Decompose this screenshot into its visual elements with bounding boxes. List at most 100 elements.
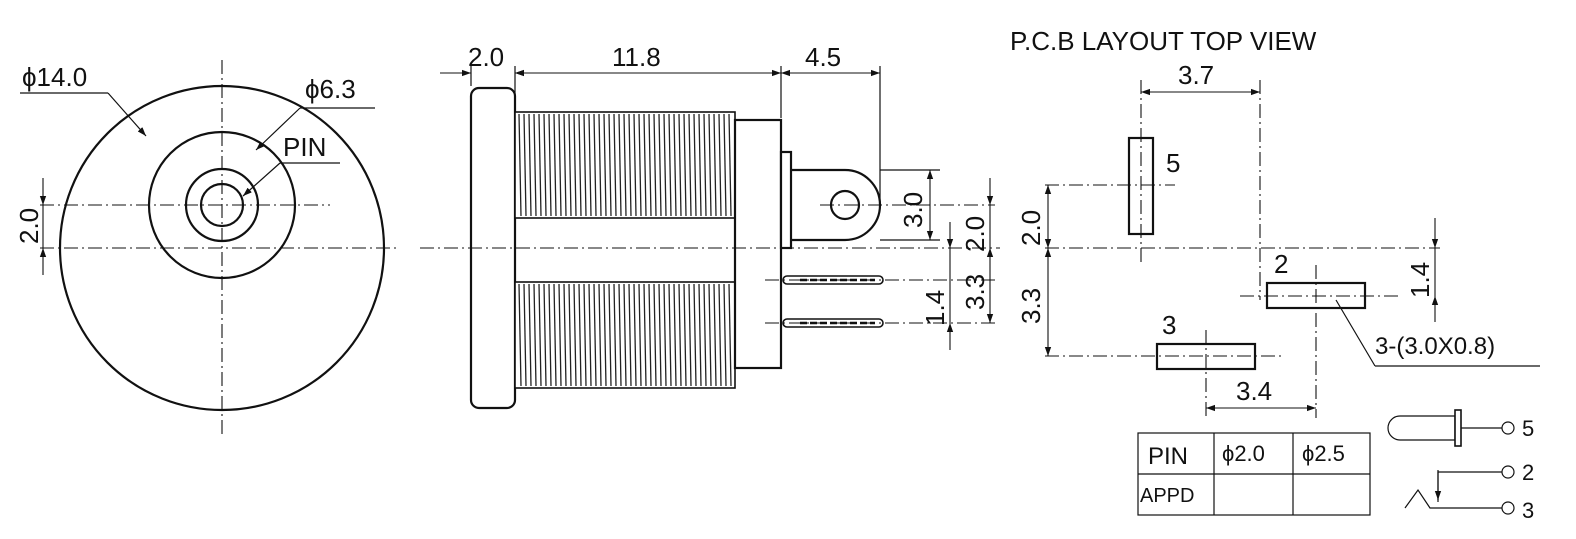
thread-line [638, 113, 642, 217]
dim-body-label: 11.8 [612, 42, 661, 72]
schematic-pin-3: 3 [1522, 498, 1534, 523]
thread-line [643, 283, 647, 387]
thread-line [573, 113, 577, 217]
thread-line [663, 283, 667, 387]
thread-line [678, 113, 682, 217]
thread-line [528, 283, 532, 387]
thread-line [643, 113, 647, 217]
thread-line [543, 283, 547, 387]
front-view: ϕ14.0 ϕ6.3 PIN 2.0 [14, 60, 400, 436]
thread-line [533, 113, 537, 217]
pcb-dim-bottom-label: 3.4 [1236, 376, 1272, 406]
side-view: 2.0 11.8 4.5 3.0 2.0 3.3 1.4 [420, 42, 1000, 410]
pcb-dim-left-upper-label: 2.0 [1016, 210, 1046, 246]
thread-line [568, 113, 572, 217]
dim-tail-label: 4.5 [805, 42, 841, 72]
thread-line [648, 113, 652, 217]
schematic-symbol: 5 2 3 [1387, 409, 1534, 523]
pcb-dim-left-lower-label: 3.3 [1016, 288, 1046, 324]
symbol-wire-3 [1404, 488, 1502, 509]
thread-line [588, 283, 592, 387]
thread-line [648, 283, 652, 387]
pin-table: PIN ϕ2.0 ϕ2.5 APPD [1137, 432, 1371, 516]
thread-line [518, 283, 522, 387]
thread-line [653, 283, 657, 387]
symbol-sleeve-end [1454, 409, 1462, 447]
schematic-pin-2: 2 [1522, 460, 1534, 485]
thread-line [553, 283, 557, 387]
pad-2-label: 2 [1274, 249, 1288, 279]
dim-flange-label: 2.0 [468, 42, 504, 72]
thread-line [603, 113, 607, 217]
thread-line [543, 113, 547, 217]
thread-line [578, 283, 582, 387]
thread-line [623, 113, 627, 217]
thread-line [583, 113, 587, 217]
pad-3-label: 3 [1162, 310, 1176, 340]
front-offset-label: 2.0 [14, 208, 44, 244]
thread-line [548, 113, 552, 217]
pin-leader [242, 162, 281, 197]
symbol-wire-2 [1437, 471, 1502, 502]
dim-lug-height-label: 3.0 [898, 192, 928, 228]
thread-line [673, 283, 677, 387]
front-dia-outer-label: ϕ14.0 [22, 62, 87, 92]
thread-line [568, 283, 572, 387]
thread-line [573, 283, 577, 387]
thread-line [708, 283, 712, 387]
front-dia-inner-label: ϕ6.3 [305, 74, 356, 104]
thread-line [688, 113, 692, 217]
thread-line [683, 113, 687, 217]
thread-line [668, 113, 672, 217]
thread-line [563, 113, 567, 217]
thread-line [603, 283, 607, 387]
pin-table-header-dia25: ϕ2.5 [1302, 441, 1345, 466]
thread-line [518, 113, 522, 217]
thread-line [728, 113, 732, 217]
terminal-5 [1501, 421, 1515, 435]
thread-line [628, 283, 632, 387]
thread-line [613, 113, 617, 217]
thread-line [598, 283, 602, 387]
dia-inner-leader [255, 107, 301, 151]
thread-line [698, 283, 702, 387]
dim-offset2-label: 2.0 [960, 216, 990, 252]
thread-line [633, 113, 637, 217]
thread-line [708, 113, 712, 217]
thread-line [713, 113, 717, 217]
thread-line [658, 113, 662, 217]
thread-line [608, 283, 612, 387]
thread-line [613, 283, 617, 387]
thread-line [553, 113, 557, 217]
schematic-pin-5: 5 [1522, 416, 1534, 441]
thread-line [538, 113, 542, 217]
thread-line [668, 283, 672, 387]
terminal-3 [1501, 501, 1515, 515]
thread-line [713, 283, 717, 387]
dia-outer-leader [107, 92, 147, 137]
thread-line [533, 283, 537, 387]
thread-line [723, 283, 727, 387]
thread-line [683, 283, 687, 387]
thread-line [578, 113, 582, 217]
thread-line [688, 283, 692, 387]
symbol-sleeve [1387, 415, 1456, 441]
thread-line [658, 283, 662, 387]
pin-table-header-pin: PIN [1148, 443, 1188, 470]
thread-line [633, 283, 637, 387]
pin-table-header-dia20: ϕ2.0 [1222, 441, 1265, 466]
pad-size-label: 3-(3.0X0.8) [1375, 333, 1495, 360]
thread-line [523, 113, 527, 217]
thread-line [588, 113, 592, 217]
pcb-dim-right-label: 1.4 [1405, 262, 1435, 298]
thread-line [718, 113, 722, 217]
terminal-2 [1501, 465, 1515, 479]
thread-line [593, 113, 597, 217]
rear-step [779, 150, 793, 250]
thread-line [718, 283, 722, 387]
thread-line [548, 283, 552, 387]
pad-5-label: 5 [1166, 148, 1180, 178]
thread-line [598, 113, 602, 217]
thread-line [608, 113, 612, 217]
pcb-dim-top-label: 3.7 [1178, 60, 1214, 90]
